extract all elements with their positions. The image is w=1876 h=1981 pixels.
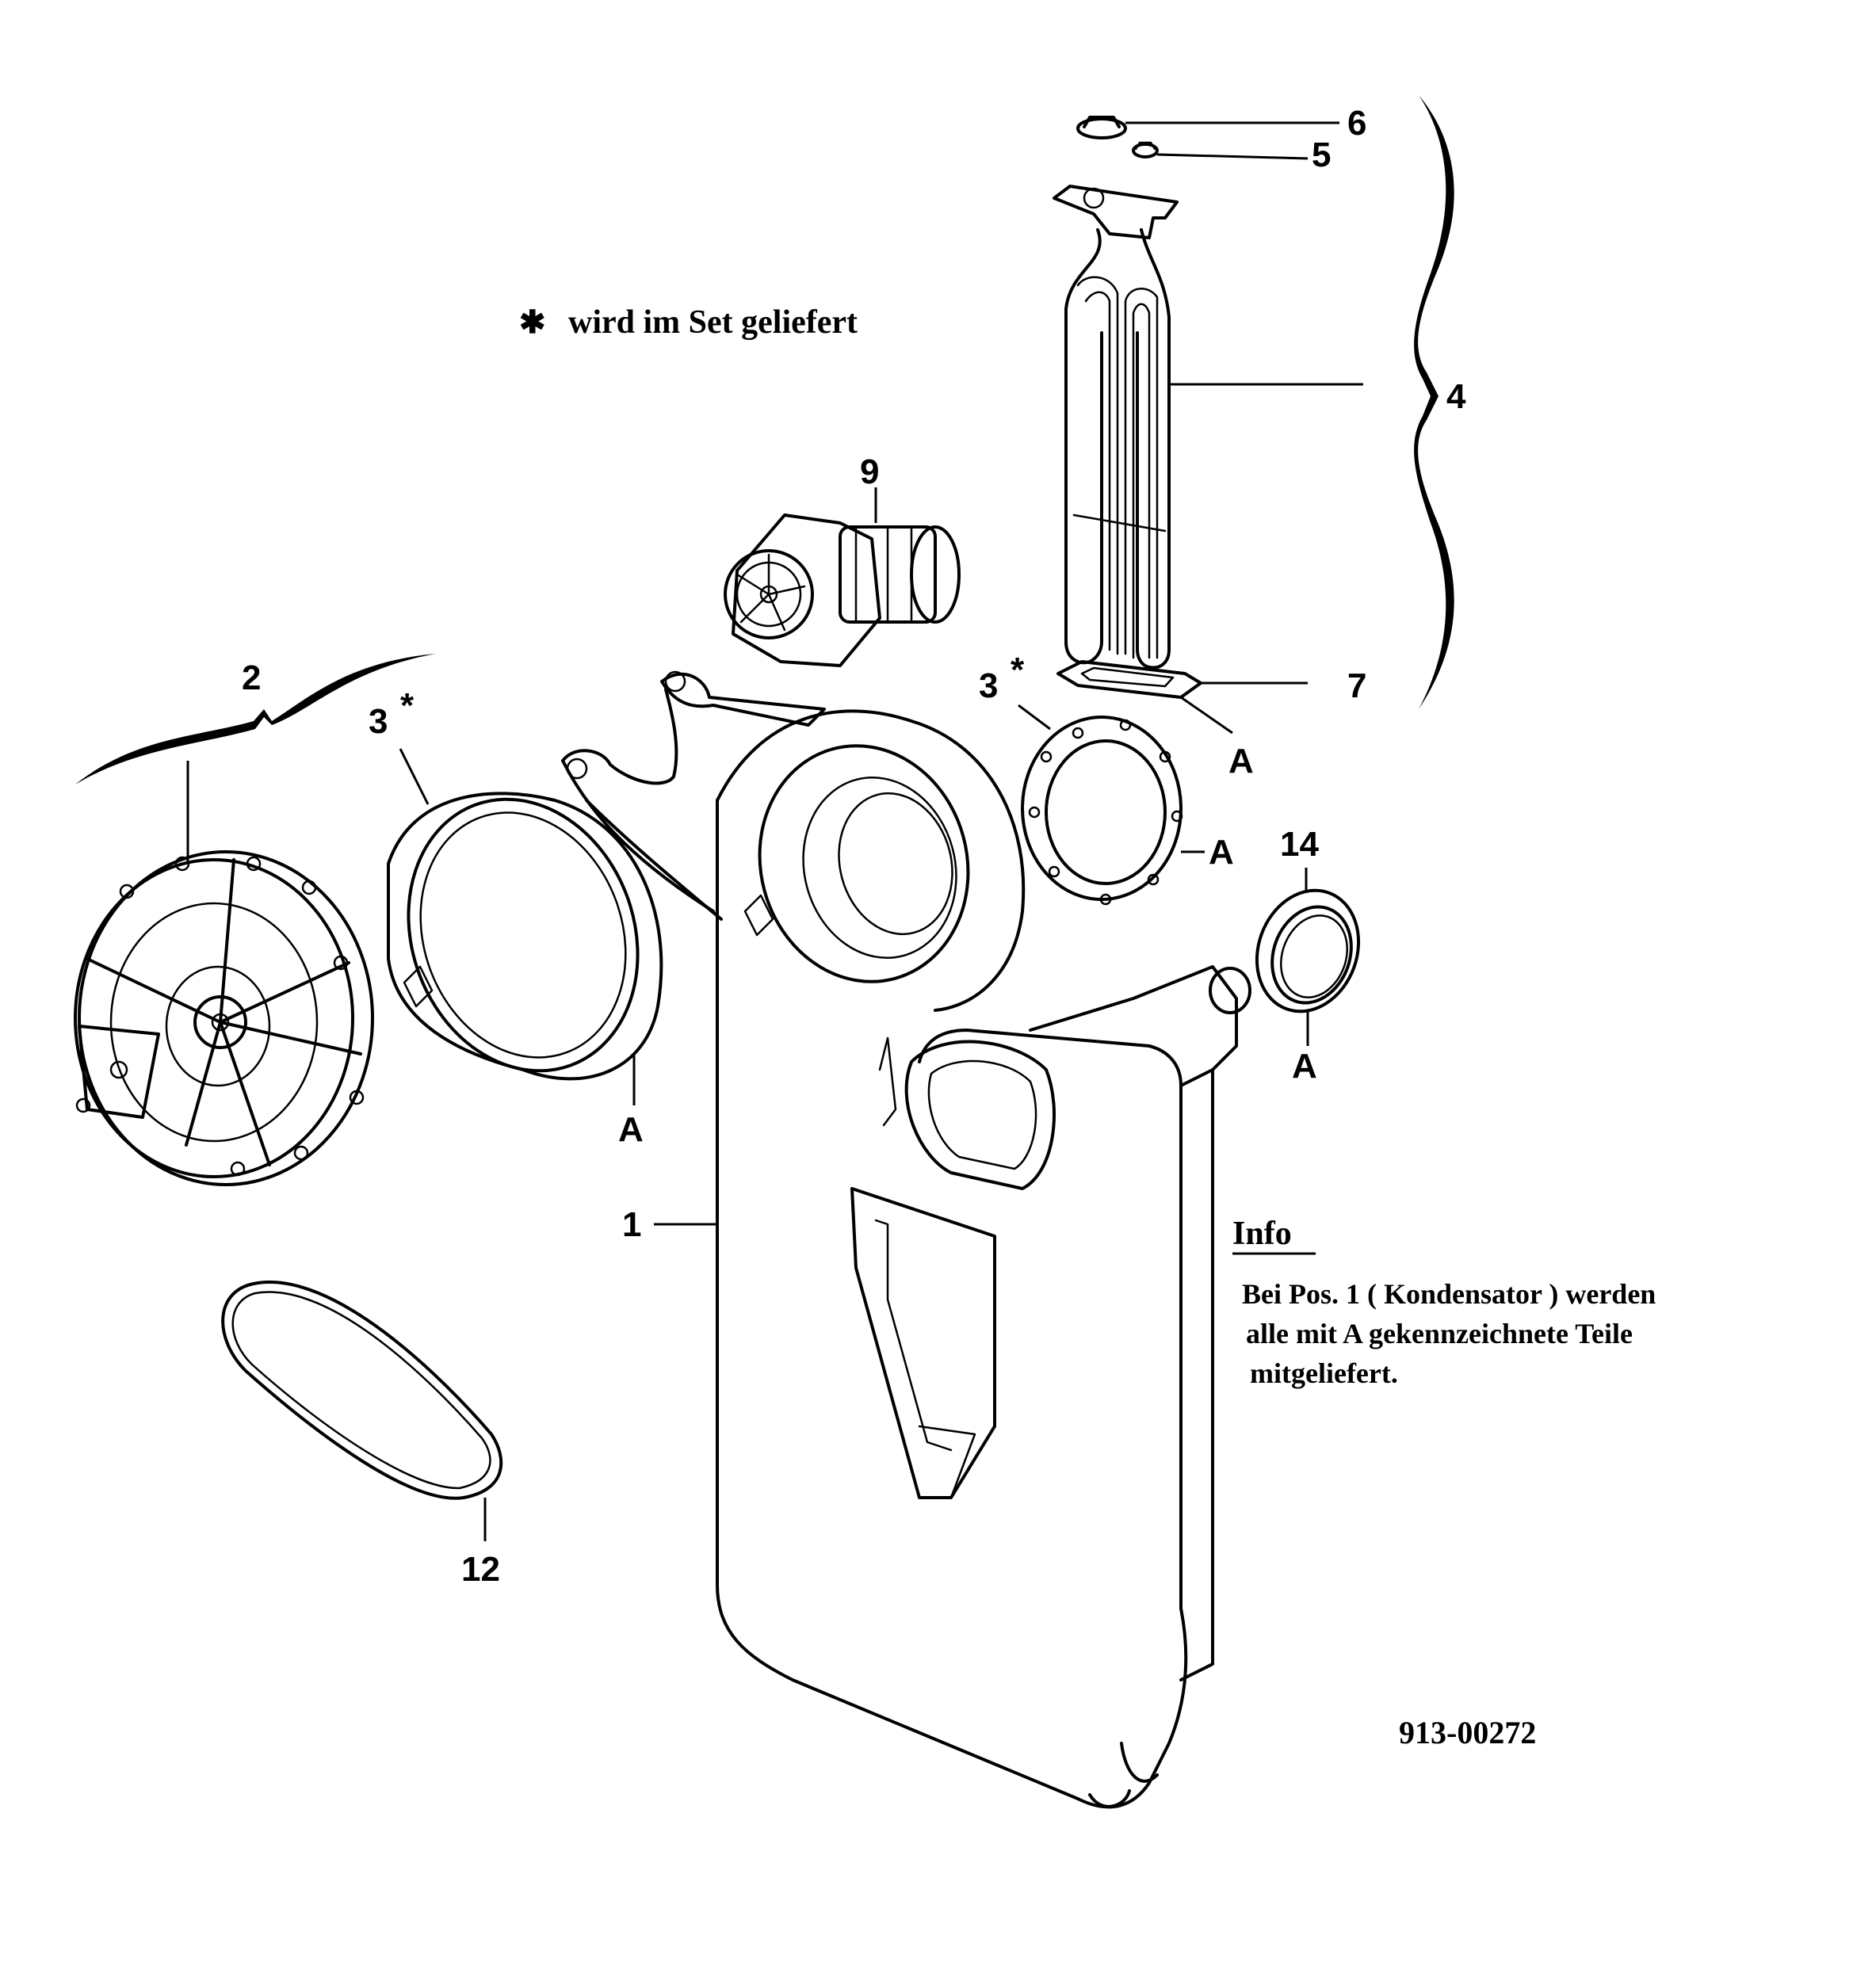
brace-part-2 bbox=[75, 654, 436, 784]
callout-a-right-gasket: A bbox=[1209, 833, 1234, 872]
part-7-gasket bbox=[1056, 660, 1308, 735]
callout-a-left-gasket: A bbox=[618, 1110, 644, 1149]
set-note-text: wird im Set geliefert bbox=[568, 304, 858, 341]
callout-5: 5 bbox=[1312, 136, 1331, 174]
part-5-nut bbox=[1132, 141, 1309, 160]
callout-4: 4 bbox=[1446, 377, 1466, 416]
part-3-left-gasket bbox=[387, 748, 663, 1105]
callout-a-part-7: A bbox=[1228, 742, 1254, 781]
part-2-fan-housing bbox=[74, 761, 374, 1186]
callout-3-left-star: * bbox=[400, 686, 415, 725]
info-line-3: mitgeliefert. bbox=[1250, 1357, 1398, 1389]
part-6-cap bbox=[1076, 116, 1339, 139]
callout-2: 2 bbox=[242, 658, 261, 697]
info-heading: Info bbox=[1232, 1216, 1292, 1252]
callout-7: 7 bbox=[1347, 666, 1366, 705]
callout-1: 1 bbox=[622, 1205, 641, 1244]
part-3-right-gasket bbox=[1018, 704, 1205, 906]
part-1-condenser bbox=[561, 670, 1251, 1809]
callout-3-right-star: * bbox=[1011, 651, 1025, 689]
callout-9: 9 bbox=[860, 452, 879, 491]
callout-12: 12 bbox=[461, 1550, 500, 1589]
set-note-symbol: ✱ bbox=[519, 304, 546, 340]
callout-14: 14 bbox=[1280, 825, 1319, 864]
callout-a-part-14: A bbox=[1292, 1047, 1317, 1086]
part-12-belt bbox=[221, 1281, 503, 1541]
callout-6: 6 bbox=[1347, 104, 1366, 143]
part-9-motor bbox=[724, 487, 961, 667]
part-4-heating-element bbox=[1053, 185, 1363, 670]
info-line-1: Bei Pos. 1 ( Kondensator ) werden bbox=[1242, 1278, 1656, 1310]
callout-3-left: 3 bbox=[369, 702, 388, 741]
callout-3-right: 3 bbox=[979, 666, 998, 705]
brace-part-4 bbox=[1414, 95, 1454, 709]
info-line-2: alle mit A gekennzeichnete Teile bbox=[1246, 1318, 1633, 1349]
drawing-number: 913-00272 bbox=[1399, 1715, 1536, 1750]
part-14-seal bbox=[1255, 868, 1361, 1046]
